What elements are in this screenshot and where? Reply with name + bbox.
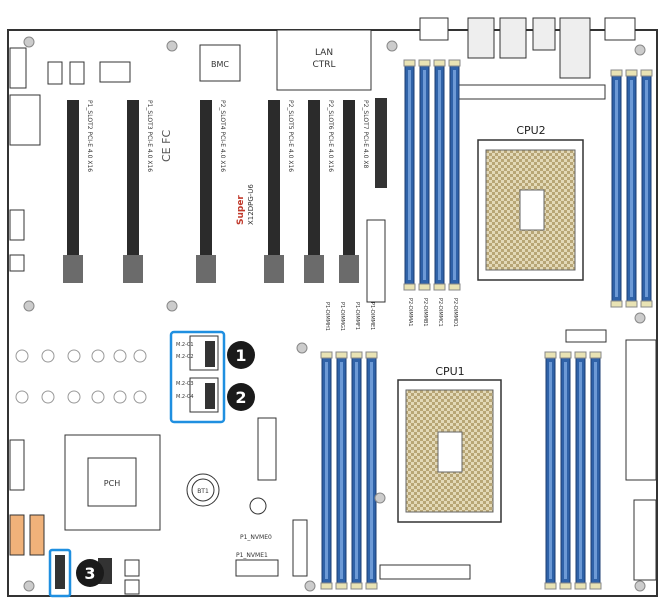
nvme-label-2: P1_NVME1 (236, 552, 268, 559)
m2-label-4: M.2-C4 (176, 394, 194, 400)
pcie-slot-label: P1_SLOT2 PCI-E 4.0 X16 (86, 100, 93, 172)
ce-fc-mark: CE FC (160, 130, 173, 162)
board-model: X12DPG-U6 (247, 184, 255, 225)
battery-label: BT1 (197, 488, 209, 495)
dimm-label: P2-DIMMA1 (407, 298, 413, 327)
header-pins (55, 555, 65, 589)
dimm-label: P2-DIMMB1 (422, 298, 428, 327)
callout-3: 3 (76, 559, 104, 587)
pcie-slot-label: P1_SLOT3 PCI-E 4.0 X16 (146, 100, 153, 172)
m2-label-3: M.2-C3 (176, 381, 194, 387)
cpu1-socket: CPU1 (398, 365, 501, 522)
callout-2: 2 (227, 383, 255, 411)
callout-3-number: 3 (84, 564, 95, 583)
callout-1-number: 1 (235, 346, 246, 365)
slot7-connector (375, 98, 387, 188)
nvme-label-1: P1_NVME0 (240, 534, 272, 541)
slot7-bracket (367, 220, 385, 302)
lan-label-2: CTRL (312, 60, 335, 70)
nvme-connector-2 (236, 560, 278, 576)
callout-2-number: 2 (235, 388, 246, 407)
dimm-label: P1-DIMMH1 (324, 302, 330, 331)
nvme-connector-1 (293, 520, 307, 576)
pcie-slot-label: P2_SLOT4 PCI-E 4.0 X16 (219, 100, 226, 172)
pcie-slot-label: P2_SLOT7 PCI-E 4.0 X8 (362, 100, 369, 168)
dimm-bank-cpu2-right (611, 70, 652, 307)
dimm-label: P1-DIMME1 (369, 302, 375, 330)
cpu2-socket: CPU2 (478, 124, 583, 280)
dimm-label: P1-DIMMG1 (339, 302, 345, 331)
cpu1-label: CPU1 (435, 365, 464, 378)
cpu2-label: CPU2 (516, 124, 545, 137)
m2-label-1: M.2-C1 (176, 342, 194, 348)
callout-1: 1 (227, 341, 255, 369)
dimm-label: P1-DIMMF1 (354, 302, 360, 330)
m2-label-2: M.2-C2 (176, 354, 194, 360)
lan-label-1: LAN (315, 48, 333, 58)
pcie-slot-label: P2_SLOT5 PCI-E 4.0 X16 (287, 100, 294, 172)
bmc-label: BMC (211, 60, 229, 69)
dimm-label: P2-DIMMD1 (452, 298, 458, 327)
brand-logo: Super (236, 195, 246, 225)
jumper-circle (250, 498, 266, 514)
pcie-slot-label: P2_SLOT6 PCI-E 4.0 X16 (327, 100, 334, 172)
pch-label: PCH (104, 479, 120, 488)
dimm-label: P2-DIMMC1 (437, 298, 443, 327)
middle-header (258, 418, 276, 480)
